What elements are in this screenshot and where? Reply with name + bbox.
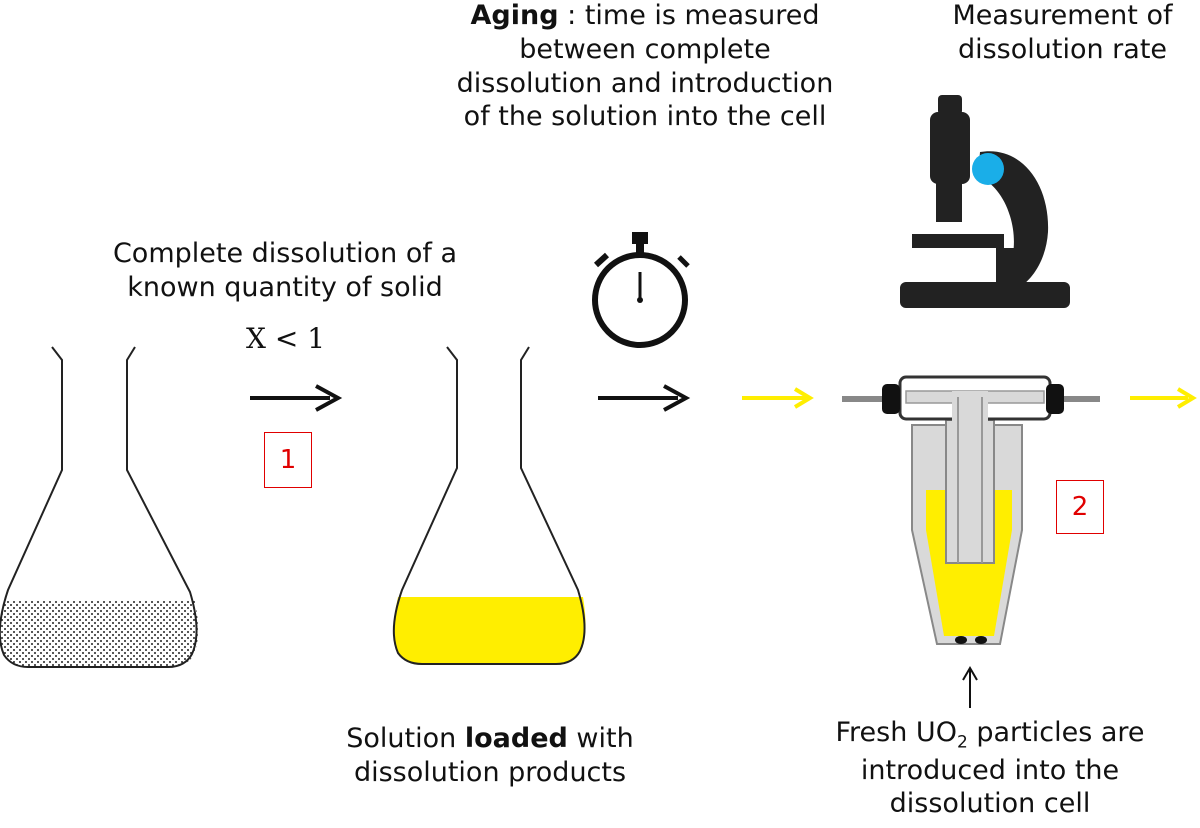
step-2-badge: 2: [1056, 480, 1104, 534]
x-ratio-label: X < 1: [246, 322, 326, 355]
arrow-particles: [962, 666, 978, 708]
complete-dissolution-label: Complete dissolution of a known quantity…: [112, 238, 458, 303]
dissolution-cell: [842, 375, 1100, 645]
stopwatch-icon: [592, 232, 690, 348]
aging-label: Aging : time is measured between complet…: [456, 0, 834, 133]
arrow-aging: [598, 384, 691, 412]
step-1-badge: 1: [264, 432, 312, 488]
flask-solid: [0, 346, 199, 668]
arrow-yellow-in: [742, 387, 814, 409]
microscope-icon: [900, 95, 1070, 308]
arrow-yellow-out: [1130, 387, 1197, 409]
solution-loaded-label: Solution loaded with dissolution product…: [346, 723, 634, 788]
arrow-step-1: [250, 384, 343, 412]
fresh-particles-label: Fresh UO2 particles are introduced into …: [835, 717, 1145, 820]
flask-yellow-solution: [392, 346, 586, 665]
measurement-label: Measurement of dissolution rate: [952, 0, 1173, 65]
